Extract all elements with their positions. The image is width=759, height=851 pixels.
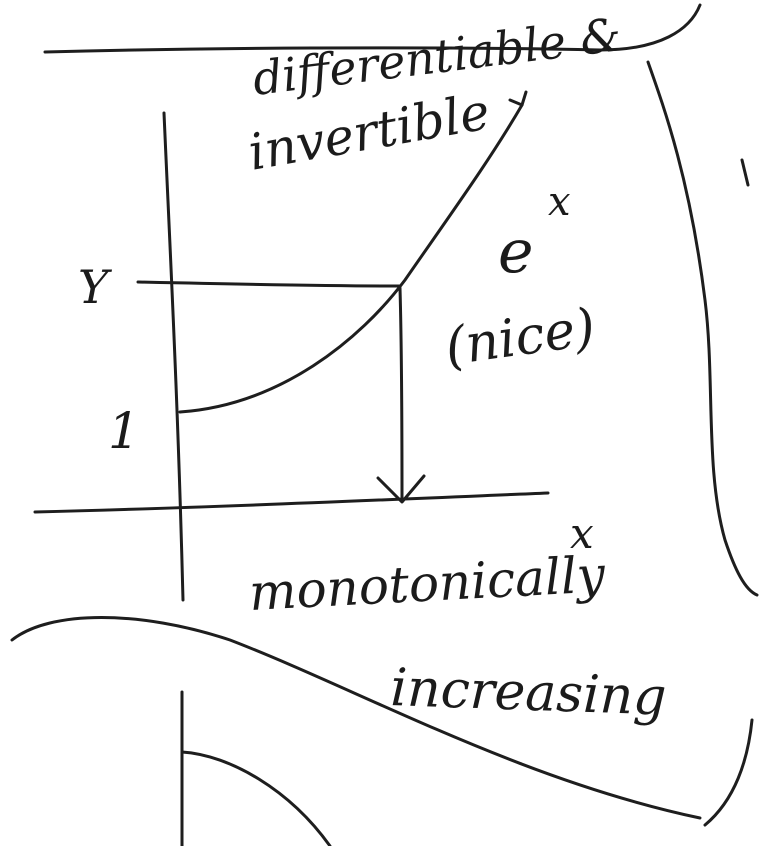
top-border-line (43, 3, 702, 54)
bottom-annotation-line1: monotonically (248, 545, 608, 622)
drop-arrow-line (398, 286, 404, 502)
lower-separator-curve (10, 616, 702, 820)
function-exponent: x (548, 179, 571, 225)
second-graph-curve (180, 750, 332, 848)
x-value-label: x (570, 509, 594, 558)
function-label: e (498, 217, 534, 287)
y-axis (162, 111, 185, 602)
exp-curve (178, 103, 524, 414)
bottom-annotation-line2: increasing (390, 658, 668, 728)
x-axis (33, 491, 550, 514)
y-guide-line (136, 280, 402, 288)
function-note: (nice) (441, 297, 598, 377)
one-label: 1 (108, 402, 140, 460)
right-tick-mark (740, 158, 750, 187)
y-value-label: Y (78, 260, 113, 314)
right-border-curve (646, 60, 759, 597)
drop-arrow-head (376, 474, 426, 504)
curve-arrowhead (508, 90, 528, 107)
lower-right-bracket (703, 718, 754, 827)
